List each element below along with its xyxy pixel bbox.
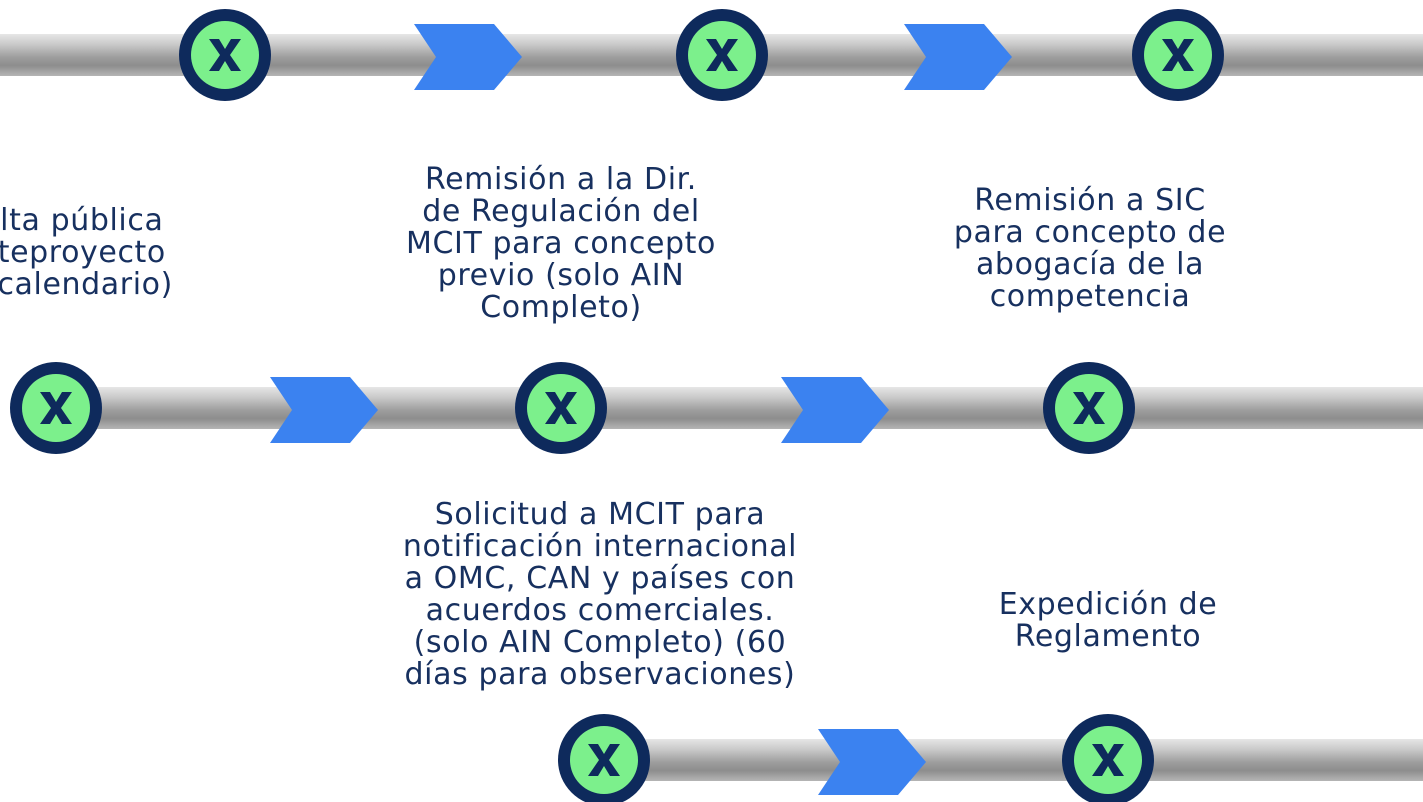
x-mark-icon — [1092, 744, 1124, 776]
chevron-right-icon — [414, 24, 522, 90]
step-node — [10, 362, 102, 454]
x-mark-icon — [209, 39, 241, 71]
step-label-consulta: ulta pública nteproyecto s calendario) — [0, 203, 173, 302]
x-mark-icon — [40, 392, 72, 424]
timeline-rail-3 — [604, 739, 1423, 781]
step-label-expedicion: Expedición de Reglamento — [998, 587, 1218, 654]
step-label-solicitud-mcit: Solicitud a MCIT para notificación inter… — [402, 497, 798, 692]
chevron-right-icon — [270, 377, 378, 443]
chevron-right-icon — [904, 24, 1012, 90]
x-mark-icon — [545, 392, 577, 424]
step-node — [558, 714, 650, 802]
step-node — [676, 9, 768, 101]
step-node — [1043, 362, 1135, 454]
step-node — [1132, 9, 1224, 101]
timeline-rail-2 — [56, 387, 1423, 429]
step-node — [515, 362, 607, 454]
x-mark-icon — [1073, 392, 1105, 424]
x-mark-icon — [1162, 39, 1194, 71]
step-node — [179, 9, 271, 101]
x-mark-icon — [706, 39, 738, 71]
step-label-remision-sic: Remisión a SIC para concepto de abogacía… — [953, 183, 1227, 314]
x-mark-icon — [588, 744, 620, 776]
chevron-right-icon — [781, 377, 889, 443]
step-node — [1062, 714, 1154, 802]
chevron-right-icon — [818, 729, 926, 795]
step-label-remision-dir-regulacion: Remisión a la Dir. de Regulación del MCI… — [406, 162, 716, 325]
